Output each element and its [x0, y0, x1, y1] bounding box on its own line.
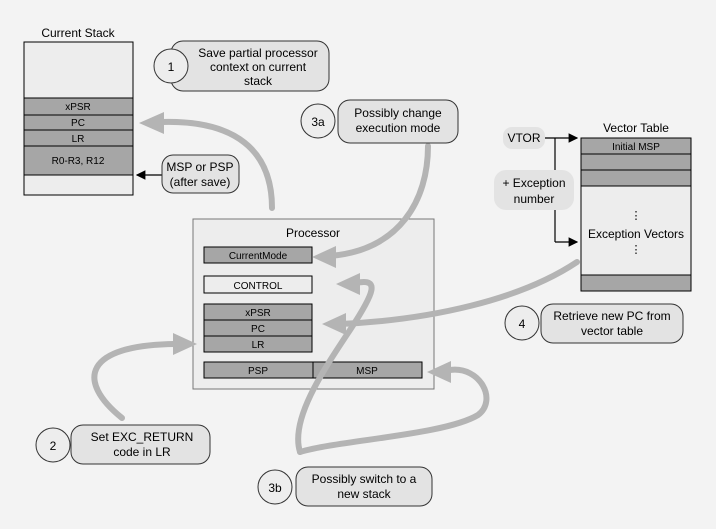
step-3b-box [295, 466, 433, 507]
current-mode-register [203, 246, 313, 264]
step-3a-line2: execution mode [356, 121, 441, 135]
stack-pointer-callout: MSP or PSP (after save) [135, 154, 240, 194]
step-1-line3: stack [244, 74, 273, 88]
step3b-msp-arrowhead [427, 361, 451, 383]
vector-table-title: Vector Table [603, 121, 669, 135]
flow-arrowheads [139, 112, 451, 383]
proc-pc-label: PC [251, 324, 265, 335]
proc-xpsr-label: xPSR [245, 308, 271, 319]
step3a-flow-arrow [327, 143, 431, 259]
step-3b-number: 3b [268, 481, 282, 495]
step1-arrowhead [139, 112, 164, 134]
step4-arrowhead [322, 313, 346, 335]
vector-index-bracket: VTOR + Exception number [494, 127, 579, 247]
step-1-callout: 1 Save partial processor context on curr… [153, 40, 330, 92]
vector-dots-top: ⋮ [631, 210, 642, 222]
step-3b-line2: new stack [337, 487, 391, 501]
step-4-line1: Retrieve new PC from [553, 309, 670, 323]
step-1-badge [153, 48, 189, 84]
vector-entry-1 [580, 153, 692, 171]
vector-dots-bottom: ⋮ [631, 244, 642, 256]
current-mode-label: CurrentMode [229, 251, 288, 262]
control-register [203, 275, 313, 294]
current-stack-title: Current Stack [41, 26, 115, 40]
step-4-box [540, 303, 684, 344]
step-3a-callout: 3a Possibly change execution mode [300, 99, 459, 144]
step-3b-callout: 3b Possibly switch to a new stack [257, 466, 433, 507]
step-4-badge [504, 305, 540, 341]
stack-pointer-label-line2: (after save) [170, 175, 231, 189]
msp-label: MSP [356, 366, 378, 377]
stack-pointer-label-line1: MSP or PSP [166, 160, 233, 174]
exception-number-box [494, 170, 574, 210]
step-3a-line1: Possibly change [354, 106, 442, 120]
current-stack: Current Stack xPSR PC LR R0-R3, R12 [23, 26, 134, 196]
step1-flow-arrow [159, 118, 275, 211]
psp-label: PSP [248, 366, 268, 377]
exception-number-line2: number [514, 192, 555, 206]
step-4-number: 4 [519, 317, 526, 331]
vtor-label: VTOR [507, 131, 540, 145]
step-2-badge [35, 427, 71, 463]
step3b-msp-flow-arrow [297, 366, 490, 455]
flow-arrows [91, 118, 580, 455]
step-3a-box [337, 99, 459, 144]
step2-arrowhead [173, 333, 197, 355]
step-4-line2: vector table [581, 324, 643, 338]
step-3a-number: 3a [311, 115, 325, 129]
step-2-line2: code in LR [113, 445, 171, 459]
stack-row-r0-r3-r12-label: R0-R3, R12 [52, 156, 105, 167]
step-1-line2: context on current [210, 60, 307, 74]
step-1-line1: Save partial processor [198, 46, 317, 60]
step-4-callout: 4 Retrieve new PC from vector table [504, 303, 684, 344]
vtor-label-box [503, 127, 545, 149]
proc-lr-label: LR [252, 340, 265, 351]
step-2-box [70, 424, 211, 465]
msp-register [312, 361, 423, 379]
step-3b-badge [257, 469, 293, 505]
processor: Processor CurrentMode CONTROL xPSR PC LR… [192, 218, 435, 390]
processor-title: Processor [286, 226, 340, 240]
proc-lr-register [203, 335, 313, 353]
step3a-arrowhead [312, 246, 336, 268]
step-2-callout: 2 Set EXC_RETURN code in LR [35, 424, 211, 465]
stack-pointer-label-box [161, 154, 240, 194]
control-label: CONTROL [234, 281, 283, 292]
step4-flow-arrow [337, 259, 580, 327]
exception-number-line1: + Exception [502, 176, 565, 190]
vector-table: Vector Table Initial MSP ⋮ Exception Vec… [580, 121, 692, 292]
step-3a-badge [300, 103, 336, 139]
stack-row-xpsr-label: xPSR [65, 102, 91, 113]
stack-row-r0-r3-r12 [23, 145, 134, 176]
step3b-control-arrowhead [336, 273, 360, 295]
step-2-line1: Set EXC_RETURN [91, 430, 194, 444]
step2-flow-arrow [91, 341, 178, 421]
step-1-number: 1 [168, 60, 175, 74]
step3b-flow-arrow [295, 279, 375, 455]
initial-msp-label: Initial MSP [612, 142, 660, 153]
vector-entry-last [580, 274, 692, 292]
stack-row-lr-label: LR [72, 134, 85, 145]
step-2-number: 2 [50, 439, 57, 453]
stack-row-pc-label: PC [71, 118, 85, 129]
exception-vectors-label: Exception Vectors [588, 227, 684, 241]
vector-entry-2 [580, 169, 692, 187]
step-3b-line1: Possibly switch to a [312, 472, 417, 486]
